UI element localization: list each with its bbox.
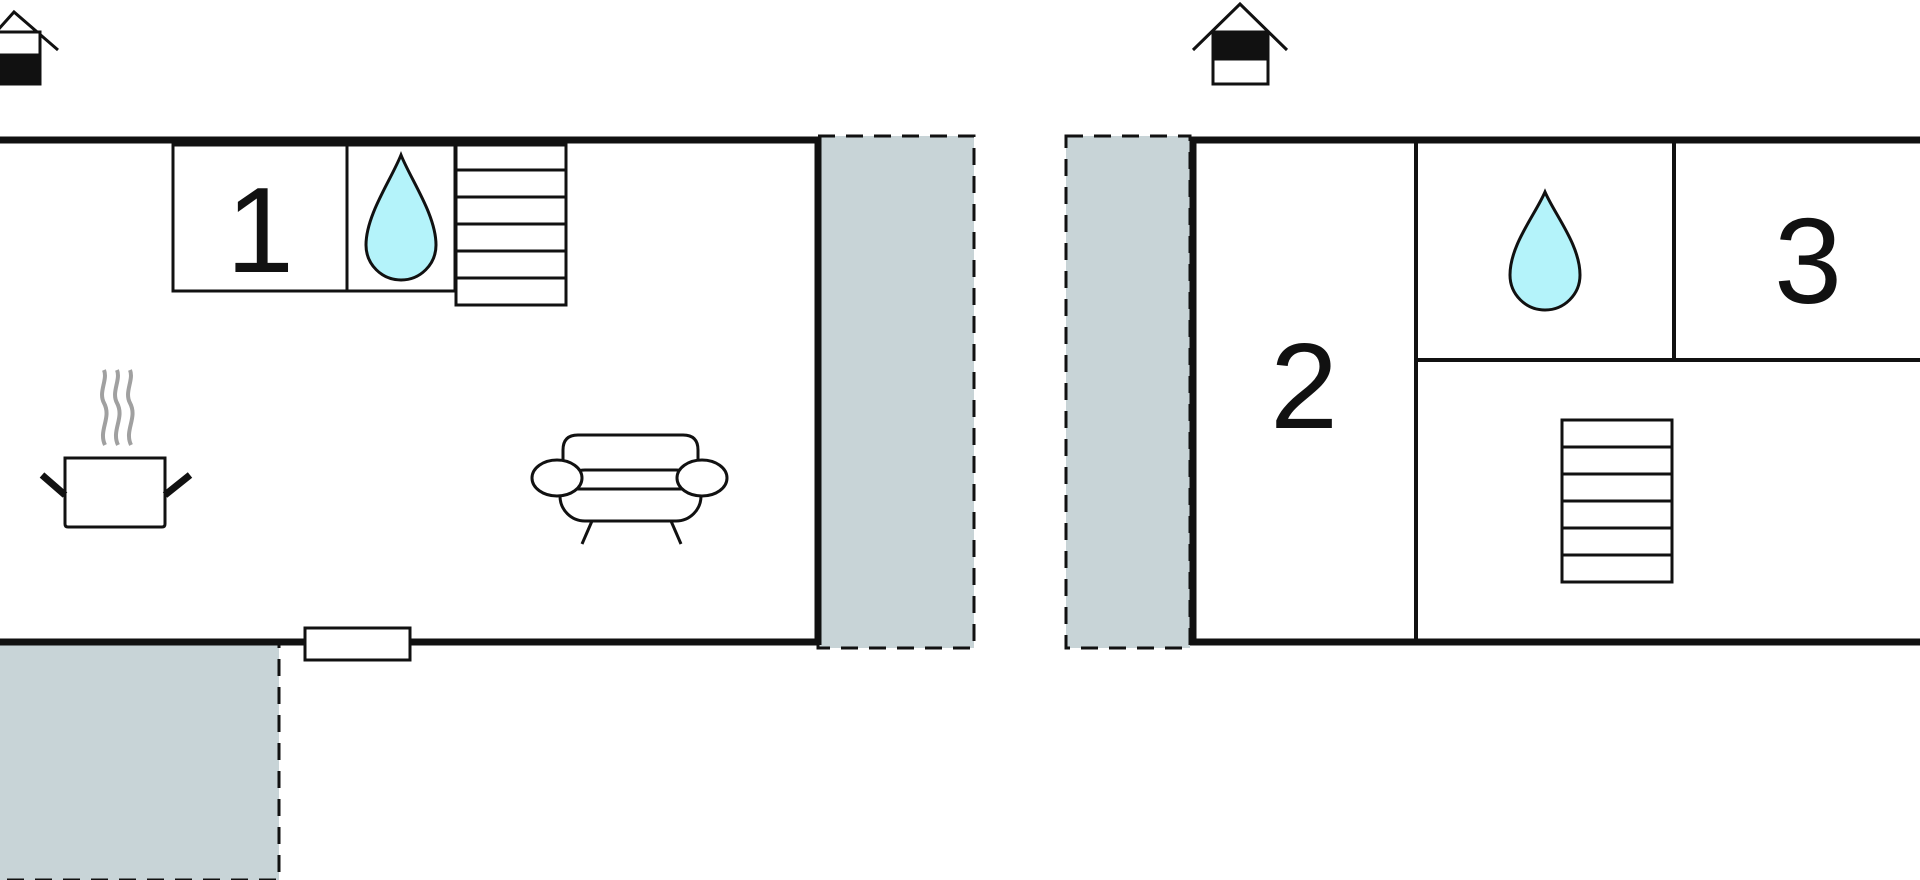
room-2-number: 2 — [1270, 318, 1338, 454]
house-upper-floor-icon — [1191, 1, 1289, 86]
upper-floor: 2 3 — [1064, 1, 1920, 650]
cooking-pot-icon — [39, 369, 193, 529]
terrace-south — [0, 638, 281, 880]
water-drop-icon — [364, 150, 438, 282]
ground-floor-walls — [0, 136, 822, 646]
room-1: 1 — [171, 143, 349, 298]
stairs-icon — [454, 143, 568, 307]
house-ground-floor-icon — [0, 9, 59, 86]
balcony-west — [1064, 134, 1192, 650]
terrace-east — [816, 134, 976, 650]
sofa-icon — [530, 433, 729, 545]
steam-icon — [100, 369, 135, 446]
ground-floor: 1 — [0, 9, 976, 880]
stairs-icon — [1560, 418, 1674, 584]
room-1-number: 1 — [226, 162, 294, 298]
water-drop-icon — [1508, 188, 1582, 312]
bathroom-ground — [345, 143, 457, 293]
room-3-number: 3 — [1774, 193, 1842, 329]
upper-floor-walls — [1189, 136, 1920, 646]
upper-interior-walls — [1414, 143, 1920, 640]
door-icon — [303, 626, 412, 662]
